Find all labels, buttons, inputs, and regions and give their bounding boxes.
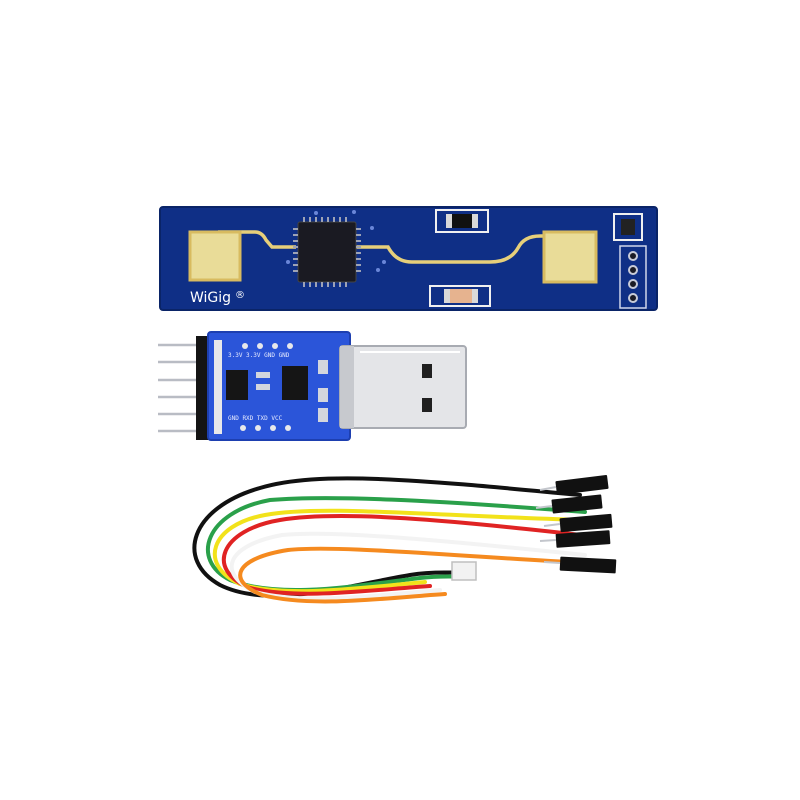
usb-ttl-adapter: 3.3V 3.3V GND GND GND RXD TXD VCC bbox=[158, 331, 467, 441]
dupont-connector-4 bbox=[555, 530, 611, 548]
top-pin-labels: 3.3V 3.3V GND GND bbox=[228, 352, 290, 359]
wigig-logo: WiGig bbox=[190, 290, 231, 306]
regulator-chip bbox=[282, 366, 308, 400]
led-component bbox=[429, 285, 491, 307]
dupont-connectors bbox=[551, 474, 617, 574]
header-pad-4 bbox=[628, 293, 638, 303]
header-pad-1 bbox=[628, 251, 638, 261]
dupont-connector-5 bbox=[559, 556, 617, 574]
radar-chip bbox=[297, 221, 357, 283]
header-pad-2 bbox=[628, 265, 638, 275]
radar-module-board: WiGig ® bbox=[159, 206, 658, 311]
bottom-pin-labels: GND RXD TXD VCC bbox=[228, 415, 283, 422]
antenna-trace bbox=[218, 230, 580, 264]
wigig-registered-mark: ® bbox=[235, 290, 245, 301]
left-antenna-pad bbox=[188, 230, 242, 282]
jst-connector bbox=[451, 561, 477, 581]
top-component bbox=[435, 209, 489, 233]
usb-plug bbox=[339, 345, 467, 429]
dupont-connector-1 bbox=[555, 474, 609, 496]
right-antenna-pad bbox=[542, 230, 598, 284]
dupont-connector-3 bbox=[559, 513, 613, 533]
header-pad-3 bbox=[628, 279, 638, 289]
jumper-cable bbox=[192, 476, 592, 604]
usb-bridge-chip bbox=[226, 370, 248, 400]
dupont-connector-2 bbox=[551, 494, 603, 514]
